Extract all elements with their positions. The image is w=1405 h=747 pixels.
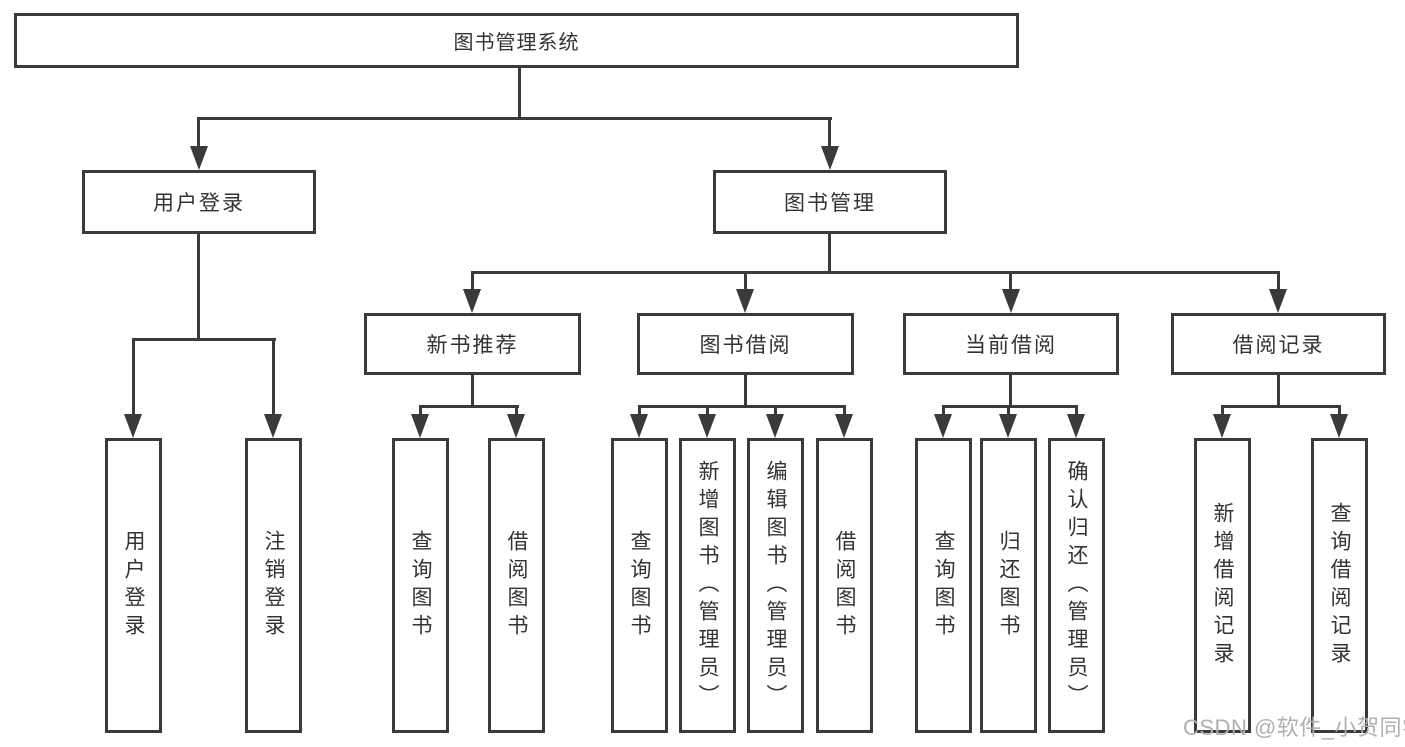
leaf-label: 查询借阅记录 [1328, 501, 1351, 670]
leaf-label: 编辑图书（管理员） [764, 459, 787, 712]
leaf-label: 借阅图书 [505, 529, 528, 642]
connector-drop [774, 405, 777, 417]
arrow-down-icon [821, 146, 839, 170]
leaf-user-login: 用户登录 [105, 438, 162, 733]
connector-drop [1007, 405, 1010, 417]
arrow-down-icon [124, 414, 142, 438]
node-borrow-records-label: 借阅记录 [1232, 334, 1325, 357]
connector-drop [272, 338, 275, 418]
connector-drop [942, 405, 945, 417]
connector-hline [419, 405, 519, 408]
connector-drop [1009, 271, 1012, 293]
connector-drop-user-login [197, 117, 200, 150]
leaf-query-books: 查询图书 [915, 438, 972, 733]
arrow-down-icon [934, 414, 952, 438]
connector-stem [744, 373, 747, 407]
connector-drop [1075, 405, 1078, 417]
connector-drop [1221, 405, 1224, 417]
connector-stem [471, 373, 474, 407]
arrow-down-icon [736, 289, 754, 313]
connector-drop [515, 405, 518, 417]
connector-hline [638, 405, 846, 408]
arrow-down-icon [463, 289, 481, 313]
node-book-management-label: 图书管理 [784, 192, 876, 215]
node-book-management: 图书管理 [713, 170, 947, 234]
leaf-label: 借阅图书 [833, 529, 856, 642]
connector-drop [638, 405, 641, 417]
connector-drop [1277, 271, 1280, 293]
leaf-borrow-books: 借阅图书 [488, 438, 545, 733]
leaf-add-borrow-record: 新增借阅记录 [1194, 438, 1251, 733]
connector-hline [942, 405, 1078, 408]
leaf-query-books: 查询图书 [611, 438, 668, 733]
node-root-label: 图书管理系统 [453, 32, 580, 54]
node-new-book-recommend: 新书推荐 [364, 313, 581, 375]
arrow-down-icon [507, 414, 525, 438]
arrow-down-icon [190, 146, 208, 170]
leaf-label: 确认归还（管理员） [1065, 459, 1088, 712]
node-user-login: 用户登录 [82, 170, 316, 234]
connector-userlogin-stem [197, 231, 200, 340]
node-book-borrow: 图书借阅 [637, 313, 854, 375]
node-user-login-label: 用户登录 [153, 192, 245, 215]
connector-hline [1221, 405, 1341, 408]
arrow-down-icon [835, 414, 853, 438]
connector-stem [1009, 373, 1012, 407]
leaf-label: 用户登录 [122, 529, 145, 642]
connector-userlogin-hline [132, 338, 276, 341]
arrow-down-icon [1002, 289, 1020, 313]
connector-drop [1338, 405, 1341, 417]
node-current-borrow-label: 当前借阅 [965, 334, 1057, 357]
arrow-down-icon [999, 414, 1017, 438]
leaf-query-books: 查询图书 [392, 438, 449, 733]
leaf-add-books-admin: 新增图书（管理员） [679, 438, 736, 733]
arrow-down-icon [1213, 414, 1231, 438]
arrow-down-icon [766, 414, 784, 438]
connector-drop [706, 405, 709, 417]
leaf-label: 新增借阅记录 [1211, 501, 1234, 670]
arrow-down-icon [411, 414, 429, 438]
leaf-label: 查询图书 [628, 529, 651, 642]
connector-drop [744, 271, 747, 293]
node-root: 图书管理系统 [14, 13, 1019, 68]
connector-root-hline [197, 117, 832, 120]
arrow-down-icon [698, 414, 716, 438]
node-book-borrow-label: 图书借阅 [699, 334, 792, 357]
leaf-query-borrow-record: 查询借阅记录 [1311, 438, 1368, 733]
arrow-down-icon [630, 414, 648, 438]
csdn-watermark: CSDN @软件_小贺同学 [1183, 715, 1405, 740]
arrow-down-icon [1067, 414, 1085, 438]
arrow-down-icon [1330, 414, 1348, 438]
connector-stem [1277, 373, 1280, 407]
node-current-borrow: 当前借阅 [903, 313, 1119, 375]
leaf-label: 新增图书（管理员） [696, 459, 719, 712]
connector-drop [132, 338, 135, 418]
connector-drop [471, 271, 474, 293]
leaf-label: 查询图书 [932, 529, 955, 642]
connector-bookmgmt-hline [471, 271, 1280, 274]
leaf-logout: 注销登录 [245, 438, 302, 733]
node-borrow-records: 借阅记录 [1171, 313, 1386, 375]
leaf-label: 归还图书 [997, 529, 1020, 642]
connector-drop [843, 405, 846, 417]
connector-root-stem [518, 66, 521, 119]
node-new-book-recommend-label: 新书推荐 [426, 334, 519, 357]
arrow-down-icon [1269, 289, 1287, 313]
connector-bookmgmt-stem [828, 231, 831, 274]
leaf-label: 注销登录 [262, 529, 285, 642]
leaf-return-books: 归还图书 [980, 438, 1037, 733]
connector-drop [419, 405, 422, 417]
connector-drop-book-mgmt [828, 117, 831, 150]
leaf-confirm-return-admin: 确认归还（管理员） [1048, 438, 1105, 733]
leaf-label: 查询图书 [409, 529, 432, 642]
arrow-down-icon [264, 414, 282, 438]
leaf-edit-books-admin: 编辑图书（管理员） [747, 438, 804, 733]
leaf-borrow-books: 借阅图书 [816, 438, 873, 733]
